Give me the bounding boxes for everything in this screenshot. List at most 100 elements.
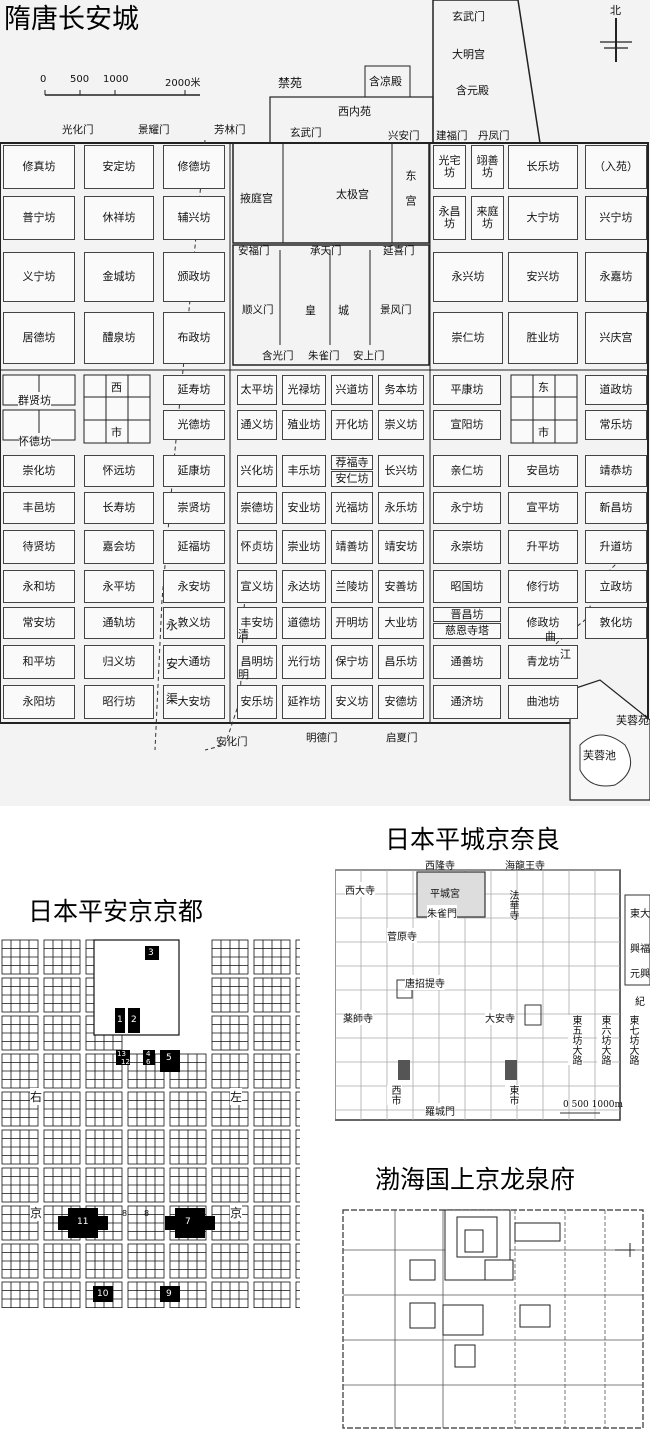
ward: 丰邑坊	[3, 492, 75, 524]
heian-num-4: 4	[146, 1050, 151, 1058]
ward: 敦化坊	[585, 607, 647, 639]
ward: 通善坊	[433, 645, 501, 679]
nara-toshodaiji: 唐招提寺	[405, 975, 445, 990]
ward: 待贤坊	[3, 530, 75, 564]
ward: 宣平坊	[508, 492, 578, 524]
changan-map: 隋唐长安城 0 500 1000 2000米 北 禁苑 含凉殿 玄武门 大明宫 …	[0, 0, 650, 806]
nara-suzakumon: 朱雀門	[427, 905, 457, 920]
heian-num-10: 10	[97, 1289, 109, 1299]
ward: 立政坊	[585, 570, 647, 603]
ward: 长寿坊	[84, 492, 154, 524]
ward: 靖安坊	[378, 530, 424, 564]
river-char-qujiang-1: 曲	[545, 630, 556, 643]
scale-tick-1000: 1000	[103, 74, 129, 85]
heian-map: 3 1 2 13 12 4 6 5 11 8 8 7 10 9 右 左 京 京	[0, 938, 333, 1317]
ward: 丰乐坊	[282, 455, 326, 487]
label-cheng: 城	[338, 304, 349, 317]
ward: 青龙坊	[508, 645, 578, 679]
ward: 永阳坊	[3, 685, 75, 719]
gate-zhuque: 朱雀门	[308, 350, 340, 362]
label-xuanwumen-top: 玄武门	[452, 10, 485, 23]
ward: 崇义坊	[378, 410, 424, 440]
ward: 嘉会坊	[84, 530, 154, 564]
ward: 平康坊	[433, 375, 501, 405]
label-yetinggong: 掖庭宫	[240, 192, 273, 205]
ward: 崇化坊	[3, 455, 75, 487]
nara-map: 西隆寺 海龍王寺 西大寺 平城宮 朱雀門 法華寺 菅原寺 唐招提寺 薬師寺 大安…	[334, 860, 650, 1122]
ward: 光福坊	[331, 492, 373, 524]
nara-gango: 元興	[630, 969, 650, 980]
nara-kofuku: 興福	[630, 944, 650, 955]
ward: 宣义坊	[237, 570, 277, 603]
label-furong-garden: 芙蓉苑	[616, 714, 649, 727]
heian-word-jing-right: 京	[230, 1204, 243, 1221]
ward: 新昌坊	[585, 492, 647, 524]
ward: 道德坊	[282, 607, 326, 639]
heian-word-you: 右	[30, 1088, 43, 1105]
ward: 兰陵坊	[331, 570, 373, 603]
heian-num-11: 11	[77, 1217, 89, 1227]
nara-rajomon: 羅城門	[425, 1103, 455, 1118]
ward: 光宅坊	[433, 145, 466, 189]
ward: 永达坊	[282, 570, 326, 603]
heian-num-1: 1	[117, 1015, 123, 1025]
ward: 常乐坊	[585, 410, 647, 440]
ward: 开明坊	[331, 607, 373, 639]
heian-num-5: 5	[166, 1053, 172, 1063]
ward: 兴宁坊	[585, 196, 647, 240]
heian-num-8-left: 8	[122, 1209, 128, 1218]
gate-anshang: 安上门	[353, 350, 385, 362]
ward: 晋昌坊	[433, 607, 501, 622]
qingming-canal	[204, 589, 246, 751]
ward: 胜业坊	[508, 312, 578, 364]
ward: 光禄坊	[282, 375, 326, 405]
ward: 通济坊	[433, 685, 501, 719]
ward: 大宁坊	[508, 196, 578, 240]
heian-num-8-right: 8	[144, 1209, 150, 1218]
nara-ki: 紀	[635, 997, 645, 1008]
ward: （入苑）	[585, 145, 647, 189]
label-huang: 皇	[305, 304, 316, 317]
heian-num-6: 6	[146, 1058, 151, 1066]
label-daminggong: 大明宫	[452, 48, 485, 61]
gate-chengtian: 承天门	[310, 245, 342, 257]
ward: 大通坊	[163, 645, 225, 679]
ward: 崇仁坊	[433, 312, 503, 364]
river-char-an: 安	[166, 657, 179, 671]
nara-road-7: 東七坊大路	[625, 1015, 640, 1065]
ward: 辅兴坊	[163, 196, 225, 240]
nara-yakushiji: 薬師寺	[343, 1010, 373, 1025]
ward: 曲池坊	[508, 685, 578, 719]
ward: 宣阳坊	[433, 410, 501, 440]
nara-linework	[334, 869, 650, 1121]
nara-hokkeji: 法華寺	[507, 890, 518, 920]
heian-word-zuo: 左	[230, 1088, 243, 1105]
ward: 归义坊	[84, 645, 154, 679]
ward: 安仁坊	[331, 471, 373, 487]
ward: 修政坊	[508, 607, 578, 639]
nara-road-6: 東六坊大路	[597, 1015, 612, 1065]
gate-xingan: 兴安门	[388, 130, 420, 142]
ward: 殖业坊	[282, 410, 326, 440]
ward: 长乐坊	[508, 145, 578, 189]
daminggong-outline	[432, 0, 541, 144]
nara-heijokyu: 平城宮	[430, 885, 460, 900]
heian-num-13: 13	[117, 1050, 126, 1058]
ward: 布政坊	[163, 312, 225, 364]
ward: 延福坊	[163, 530, 225, 564]
ward: 长兴坊	[378, 455, 424, 487]
ward: 安义坊	[331, 685, 373, 719]
ward: 修行坊	[508, 570, 578, 603]
ward: 昭国坊	[433, 570, 501, 603]
ward: 通轨坊	[84, 607, 154, 639]
ward: 延祚坊	[282, 685, 326, 719]
nara-daianji: 大安寺	[485, 1010, 515, 1025]
label-taijigong: 太极宫	[336, 188, 369, 201]
gate-jianfu: 建福门	[436, 130, 468, 142]
ward: 永兴坊	[433, 252, 503, 302]
ward: 丰安坊	[237, 607, 277, 639]
ward: 光德坊	[163, 410, 225, 440]
ward: 保宁坊	[331, 645, 373, 679]
nara-nishi-ichi: 西市	[387, 1085, 402, 1105]
label-hanyuandian: 含元殿	[456, 84, 489, 97]
